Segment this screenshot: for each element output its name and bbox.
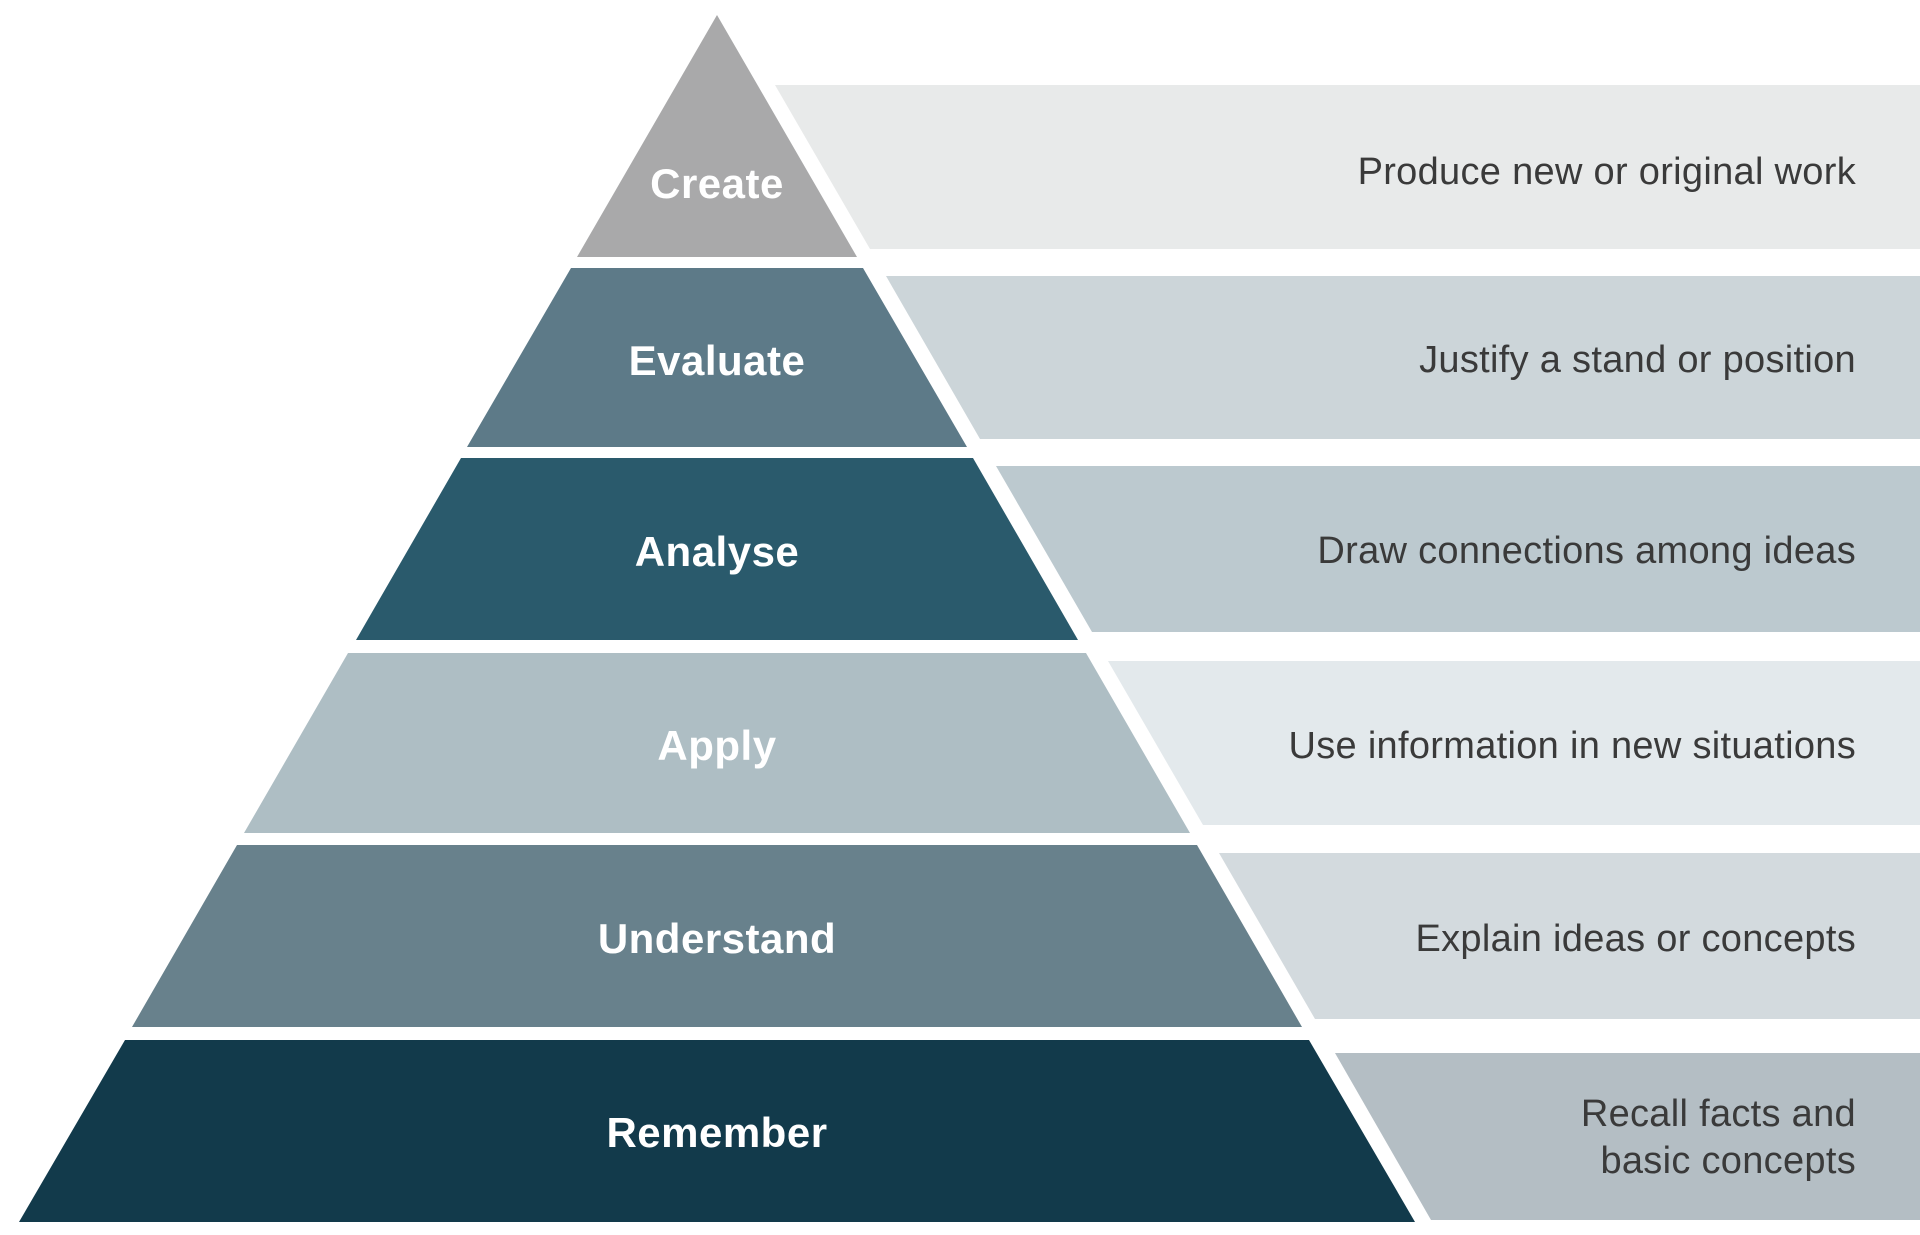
pyramid-level-apply xyxy=(244,653,1190,833)
description-band-evaluate xyxy=(886,276,1920,439)
description-text-apply: Use information in new situations xyxy=(1288,725,1856,767)
description-text-analyse: Draw connections among ideas xyxy=(1317,530,1856,572)
pyramid-level-remember xyxy=(19,1040,1415,1222)
pyramid-level-create xyxy=(577,15,857,257)
description-text-evaluate: Justify a stand or position xyxy=(1419,339,1856,381)
description-band-understand xyxy=(1219,853,1920,1019)
level-label-remember: Remember xyxy=(606,1109,827,1156)
level-label-apply: Apply xyxy=(657,722,776,769)
pyramid-level-understand xyxy=(132,845,1302,1027)
level-label-analyse: Analyse xyxy=(635,528,800,575)
description-text-understand: Explain ideas or concepts xyxy=(1415,918,1856,960)
description-text-create: Produce new or original work xyxy=(1358,151,1857,193)
pyramid-level-evaluate xyxy=(467,268,967,447)
description-text-remember-line1: Recall facts and xyxy=(1581,1093,1856,1135)
level-label-evaluate: Evaluate xyxy=(629,337,806,384)
description-band-remember xyxy=(1335,1053,1920,1220)
description-band-analyse xyxy=(996,466,1920,632)
description-band-apply xyxy=(1108,661,1920,825)
level-label-understand: Understand xyxy=(598,915,836,962)
pyramid-level-analyse xyxy=(356,458,1078,640)
description-band-create xyxy=(775,85,1920,249)
level-label-create: Create xyxy=(650,160,784,207)
description-text-remember-line2: basic concepts xyxy=(1600,1140,1856,1182)
